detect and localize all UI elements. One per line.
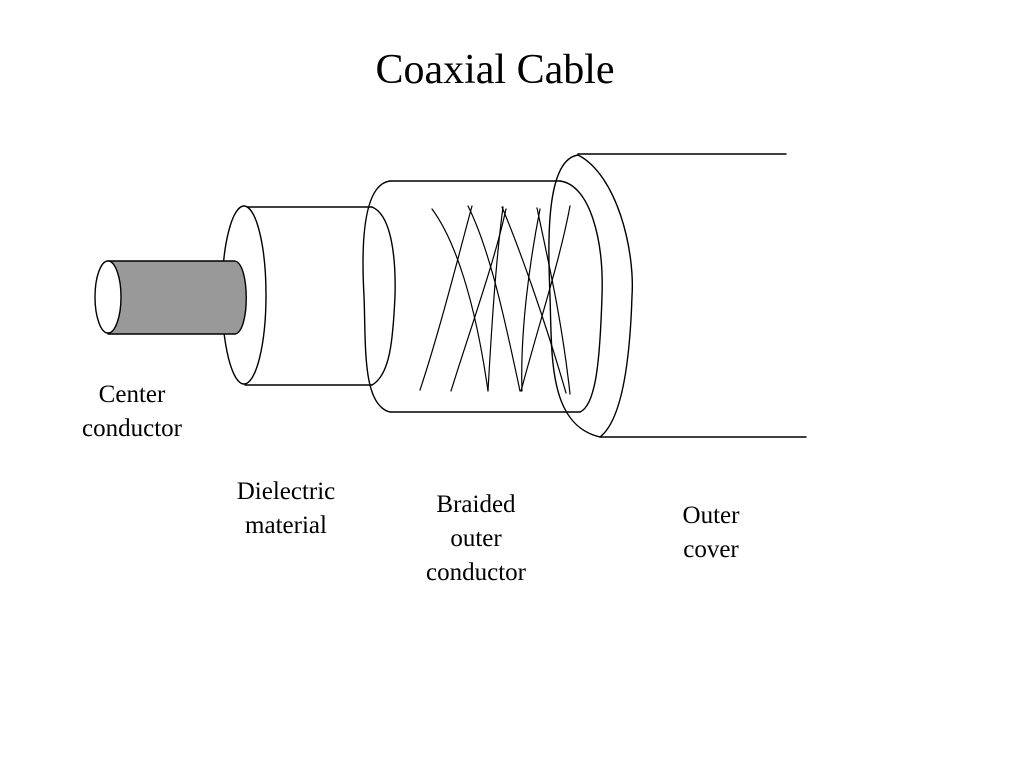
braid-wires xyxy=(419,205,571,395)
diagram-title: Coaxial Cable xyxy=(375,47,615,93)
center-conductor-body xyxy=(107,260,247,335)
center-conductor-layer xyxy=(94,260,247,335)
outer-cover-front-arc xyxy=(548,154,601,438)
outer-cover-back-arc xyxy=(577,154,634,438)
outer-cover-label: Outer cover xyxy=(682,502,740,563)
dielectric-back-arc xyxy=(371,206,396,386)
center-conductor-face xyxy=(94,260,122,334)
center-conductor-label: Center conductor xyxy=(82,381,182,442)
braid-front-arc xyxy=(362,180,391,413)
outer-cover-layer xyxy=(548,153,807,438)
dielectric-material-label: Dielectric material xyxy=(236,478,336,539)
braid-back-arc xyxy=(559,180,603,413)
braided-conductor-layer xyxy=(362,180,603,413)
dielectric-layer xyxy=(221,205,396,386)
braided-outer-conductor-label: Braided outer conductor xyxy=(426,491,526,586)
